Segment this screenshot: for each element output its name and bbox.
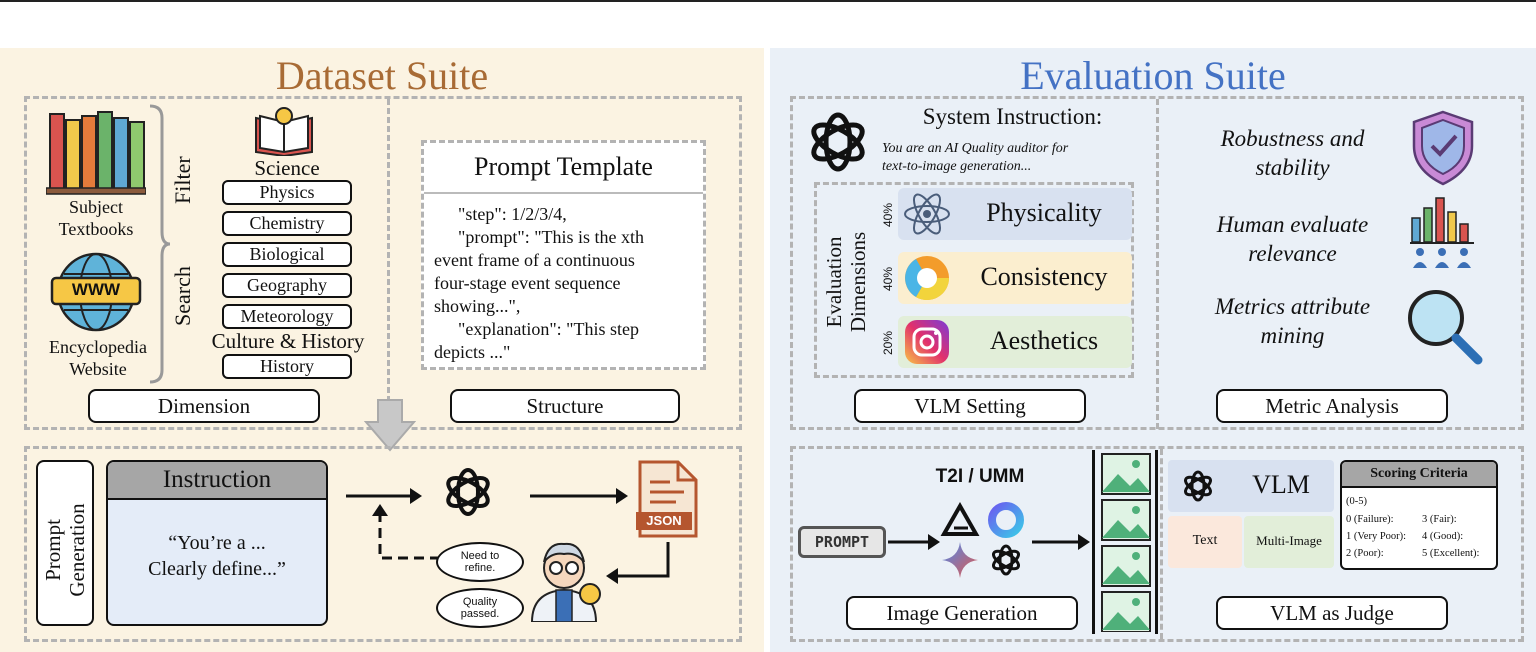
topic-geography: Geography xyxy=(222,273,352,298)
template-line: event frame of a continuous xyxy=(434,250,635,270)
dimension-pct: 20% xyxy=(881,330,896,356)
vlm-header-box xyxy=(1168,460,1334,512)
encyclopedia-label: Encyclopedia Website xyxy=(49,337,147,379)
books-icon xyxy=(46,111,146,195)
quality-passed-bubble: Quality passed. xyxy=(436,588,524,628)
template-line: depicts ..." xyxy=(434,342,511,362)
instruction-card: Instruction xyxy=(106,460,328,626)
dataset-divider xyxy=(387,99,390,429)
score-2: 2 (Poor): xyxy=(1346,548,1384,559)
template-line: showing...", xyxy=(434,296,521,316)
template-line: "prompt": "This is the xth xyxy=(458,227,645,247)
openai-icon xyxy=(446,468,490,516)
www-label: WWW xyxy=(71,280,121,299)
sources-brace xyxy=(149,104,171,384)
dimension-pct: 40% xyxy=(881,266,896,292)
camera-app-icon xyxy=(905,320,949,364)
template-rule xyxy=(424,192,703,194)
scoring-title: Scoring Criteria xyxy=(1342,462,1496,488)
instruction-text: “You’re a ... Clearly define...” xyxy=(148,532,286,580)
vlm-title: VLM xyxy=(1252,470,1310,499)
score-5: 5 (Excellent): xyxy=(1422,548,1480,559)
dimensions-box xyxy=(814,182,1134,378)
dimension-pct: 40% xyxy=(881,202,896,228)
model-logo-sparkle-icon xyxy=(942,542,978,578)
magnifier-icon xyxy=(1408,290,1483,365)
filter-label: Filter xyxy=(170,156,195,204)
dimension-name-consistency: Consistency xyxy=(980,262,1108,291)
evaluation-suite-title: Evaluation Suite xyxy=(1020,53,1286,98)
globe-icon xyxy=(50,252,142,332)
score-0: 0 (Failure): xyxy=(1346,514,1394,525)
multi-image-input-label: Multi-Image xyxy=(1244,516,1334,568)
json-label: JSON xyxy=(646,513,682,528)
culture-label: Culture & History xyxy=(211,329,365,353)
json-file-icon xyxy=(636,460,698,538)
bar-chart-people-icon xyxy=(1410,197,1474,268)
topic-physics: Physics xyxy=(222,180,352,205)
evaluation-divider xyxy=(1156,99,1159,429)
topic-history: History xyxy=(222,354,352,379)
vlm-as-judge-label: VLM as Judge xyxy=(1216,596,1448,630)
generation-flow xyxy=(888,534,1090,550)
scoring-range: (0-5) xyxy=(1346,496,1367,507)
down-arrow-icon xyxy=(364,399,416,452)
shield-check-icon xyxy=(1412,110,1474,186)
system-instruction-text: You are an AI Quality auditor for text-t… xyxy=(882,141,1069,174)
prompt-generation-label: Prompt Generation xyxy=(41,503,89,597)
metric-human-relevance: Human evaluate relevance xyxy=(1216,212,1369,266)
color-wheel-icon xyxy=(905,256,949,300)
dimension-name-aesthetics: Aesthetics xyxy=(989,326,1099,355)
dimension-label: Dimension xyxy=(88,389,320,423)
score-1: 1 (Very Poor): xyxy=(1346,531,1407,542)
top-rule xyxy=(0,0,1536,2)
template-line: "step": 1/2/3/4, xyxy=(458,204,567,224)
atom-icon xyxy=(904,193,950,235)
openai-icon xyxy=(1184,470,1212,502)
dimension-name-physicality: Physicality xyxy=(986,198,1102,227)
scoring-criteria-card: Scoring Criteria xyxy=(1340,460,1498,570)
dataset-lower-box xyxy=(24,446,742,642)
textbooks-label: Subject Textbooks xyxy=(58,197,134,239)
prompt-template-box xyxy=(421,140,706,370)
prompt-generation-flow xyxy=(346,488,670,584)
score-3: 3 (Fair): xyxy=(1422,514,1457,525)
evaluation-lower-box xyxy=(790,446,1524,642)
reviewer-icon xyxy=(530,542,601,622)
search-label: Search xyxy=(170,266,195,326)
score-4: 4 (Good): xyxy=(1422,531,1464,542)
system-instruction-title: System Instruction: xyxy=(922,104,1103,129)
openai-icon xyxy=(992,544,1020,576)
text-input-label: Text xyxy=(1168,516,1242,568)
vlm-setting-label: VLM Setting xyxy=(854,389,1086,423)
science-book-icon xyxy=(255,107,313,156)
science-label: Science xyxy=(254,156,320,180)
metric-attribute-mining: Metrics attribute mining xyxy=(1214,294,1371,348)
dataset-suite-title: Dataset Suite xyxy=(275,53,489,98)
topic-meteorology: Meteorology xyxy=(222,304,352,329)
t2i-label: T2I / UMM xyxy=(935,466,1025,487)
need-refine-bubble: Need to refine. xyxy=(436,542,524,582)
evaluation-lower-divider xyxy=(1160,449,1163,639)
template-line: four-stage event sequence xyxy=(434,273,621,293)
topic-chemistry: Chemistry xyxy=(222,211,352,236)
template-line: "explanation": "This step xyxy=(458,319,640,339)
image-generation-label: Image Generation xyxy=(846,596,1078,630)
model-logo-a-icon xyxy=(940,502,980,536)
dimensions-label: Evaluation Dimensions xyxy=(822,231,870,333)
metric-robustness: Robustness and stability xyxy=(1220,126,1365,180)
structure-label: Structure xyxy=(450,389,680,423)
prompt-badge: PROMPT xyxy=(798,526,886,558)
template-title: Prompt Template xyxy=(474,152,653,181)
image-icon xyxy=(1101,453,1151,495)
metric-analysis-label: Metric Analysis xyxy=(1216,389,1448,423)
prompt-generation-box xyxy=(36,460,94,626)
openai-icon xyxy=(811,112,865,172)
topic-biological: Biological xyxy=(222,242,352,267)
image-stack-bracket xyxy=(1092,450,1158,634)
generated-images xyxy=(1101,453,1151,632)
model-logo-ring-icon xyxy=(988,502,1024,538)
instruction-title: Instruction xyxy=(108,462,326,500)
